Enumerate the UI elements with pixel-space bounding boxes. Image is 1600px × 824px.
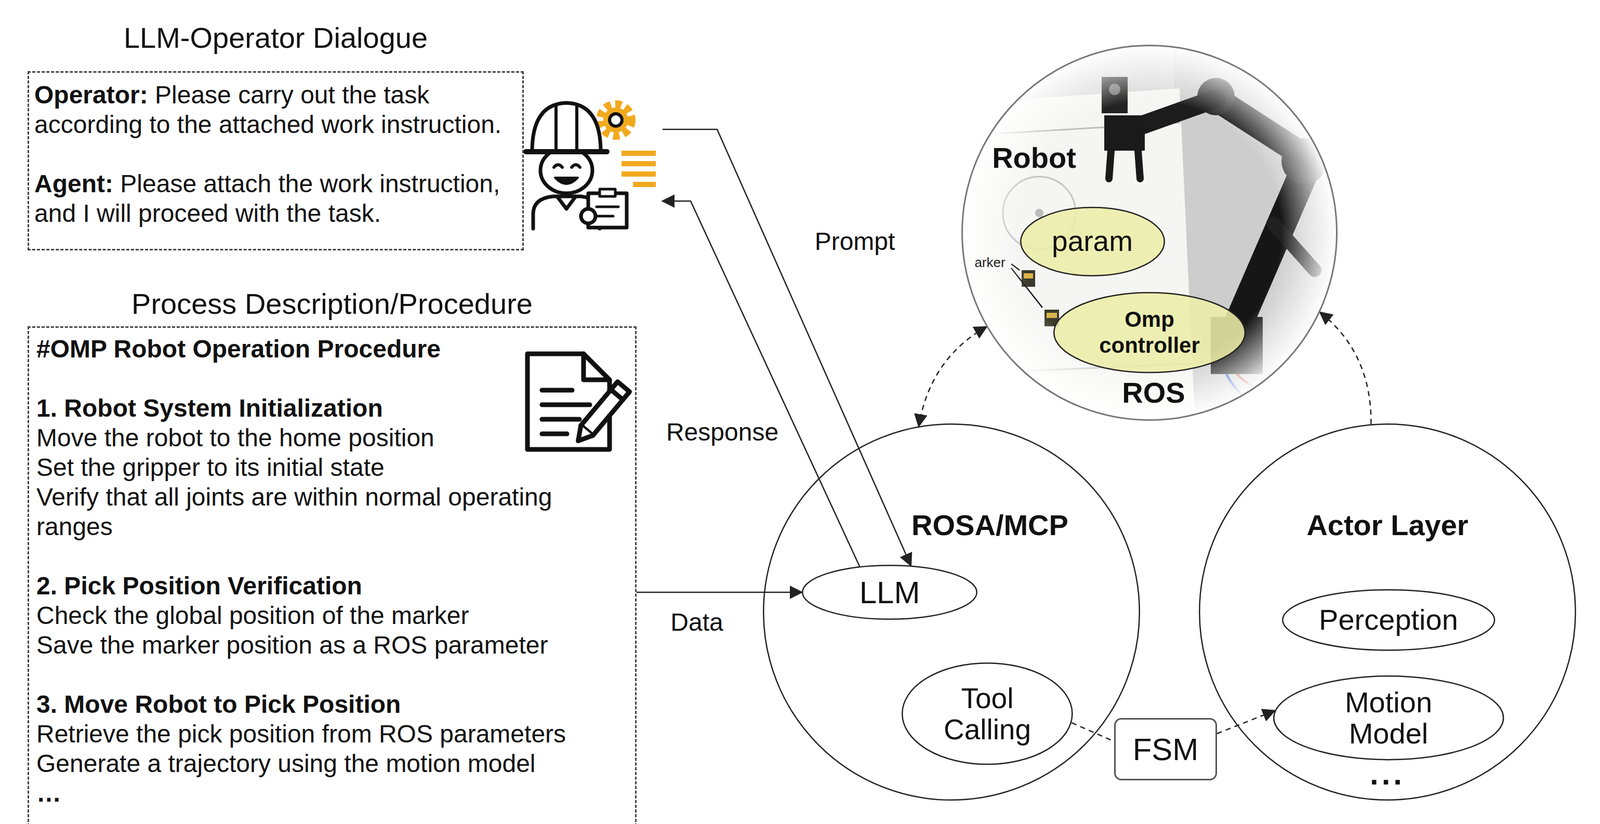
dialogue-line: Agent: Please attach the work instructio…: [34, 168, 518, 229]
photo-text: arker: [974, 255, 1006, 271]
edge-label: Response: [663, 418, 782, 447]
step-heading: 3. Move Robot to Pick Position: [36, 689, 628, 720]
circle-title: Actor Layer: [1306, 508, 1469, 542]
ellipse-label: Perception: [1318, 603, 1459, 637]
ellipse-label: Motion Model: [1336, 686, 1441, 750]
circle-title: ROS: [1121, 376, 1185, 410]
step-line: Save the marker position as a ROS parame…: [36, 630, 628, 660]
controller-ellipse: Omp controller: [1053, 292, 1246, 374]
circle-shape: [962, 45, 1338, 421]
robot-circle: RobotROS paramOmp controller: [961, 44, 1338, 421]
step-line: Move the robot to the home position: [36, 422, 628, 453]
step-heading: …: [36, 778, 628, 809]
ellipsis-mark: ...: [1369, 757, 1406, 792]
ellipse-shape: [902, 663, 1073, 765]
dashed-frame: Operator: Please carry out the task acco…: [27, 71, 524, 251]
llm-ellipse: LLM: [801, 564, 978, 620]
ellipse-label: param: [1051, 225, 1133, 258]
motion-model-ellipse: Motion Model: [1273, 675, 1504, 761]
step-heading: 1. Robot System Initialization: [36, 393, 628, 423]
circle-shape: [763, 424, 1140, 801]
ellipse-outline: [1053, 292, 1246, 374]
ellipse-shape: [1053, 292, 1246, 373]
edge-label: Prompt: [811, 228, 899, 256]
dialogue-panel: LLM-Operator DialogueOperator: Please ca…: [27, 20, 663, 251]
robot-photo: [956, 44, 1338, 427]
actor-layer-circle: Actor LayerPerceptionMotion Model: [1198, 423, 1577, 801]
circle-title: Robot: [992, 141, 1077, 175]
step-line: Generate a trajectory using the motion m…: [36, 748, 628, 779]
operator-icon: [525, 102, 656, 229]
connector: [662, 129, 911, 566]
connector: [1319, 312, 1371, 425]
procedure-panel: Process Description/Procedure #OMP Robot …: [27, 291, 637, 824]
tool-calling-ellipse: Tool Calling: [901, 662, 1074, 765]
connector: [662, 201, 860, 567]
dialogue-line: Operator: Please carry out the task acco…: [34, 80, 518, 140]
step-line: Check the global position of the marker: [36, 600, 628, 631]
speaker-name: Operator:: [34, 81, 149, 109]
connector: [1071, 722, 1115, 742]
fsm-box: FSM: [1114, 718, 1218, 781]
perception-ellipse: Perception: [1281, 589, 1496, 652]
circle-shape: [1199, 424, 1576, 801]
connector: [918, 326, 987, 427]
speaker-name: Agent:: [34, 169, 114, 198]
ellipse-shape: [802, 565, 977, 620]
ellipse-label: LLM: [859, 574, 921, 611]
document-icon: [527, 353, 630, 450]
dashed-frame: #OMP Robot Operation Procedure 1. Robot S…: [27, 326, 637, 824]
ellipse-shape: [1020, 207, 1165, 276]
connector: [636, 591, 802, 594]
param-ellipse: param: [1020, 206, 1166, 277]
rosa-mcp-circle: ROSA/MCP LLM Tool Calling: [762, 423, 1141, 801]
connector: [1217, 710, 1275, 734]
ellipse-shape: [1282, 589, 1495, 651]
ellipse-shape: [1273, 676, 1504, 761]
panel-heading: Process Description/Procedure: [27, 289, 637, 319]
box-label: FSM: [1132, 731, 1199, 768]
step-line: Verify that all joints are within normal…: [36, 482, 628, 542]
step-line: Set the gripper to its initial state: [36, 452, 628, 483]
step-heading: #OMP Robot Operation Procedure: [36, 334, 628, 364]
step-line: Retrieve the pick position from ROS para…: [36, 719, 628, 749]
edge-label: Data: [667, 609, 726, 637]
ellipse-label: Tool Calling: [935, 682, 1040, 746]
ellipse-label: Omp controller: [1094, 306, 1205, 359]
circle-title: ROSA/MCP: [911, 508, 1069, 542]
step-heading: 2. Pick Position Verification: [36, 571, 628, 601]
panel-heading: LLM-Operator Dialogue: [27, 22, 524, 54]
